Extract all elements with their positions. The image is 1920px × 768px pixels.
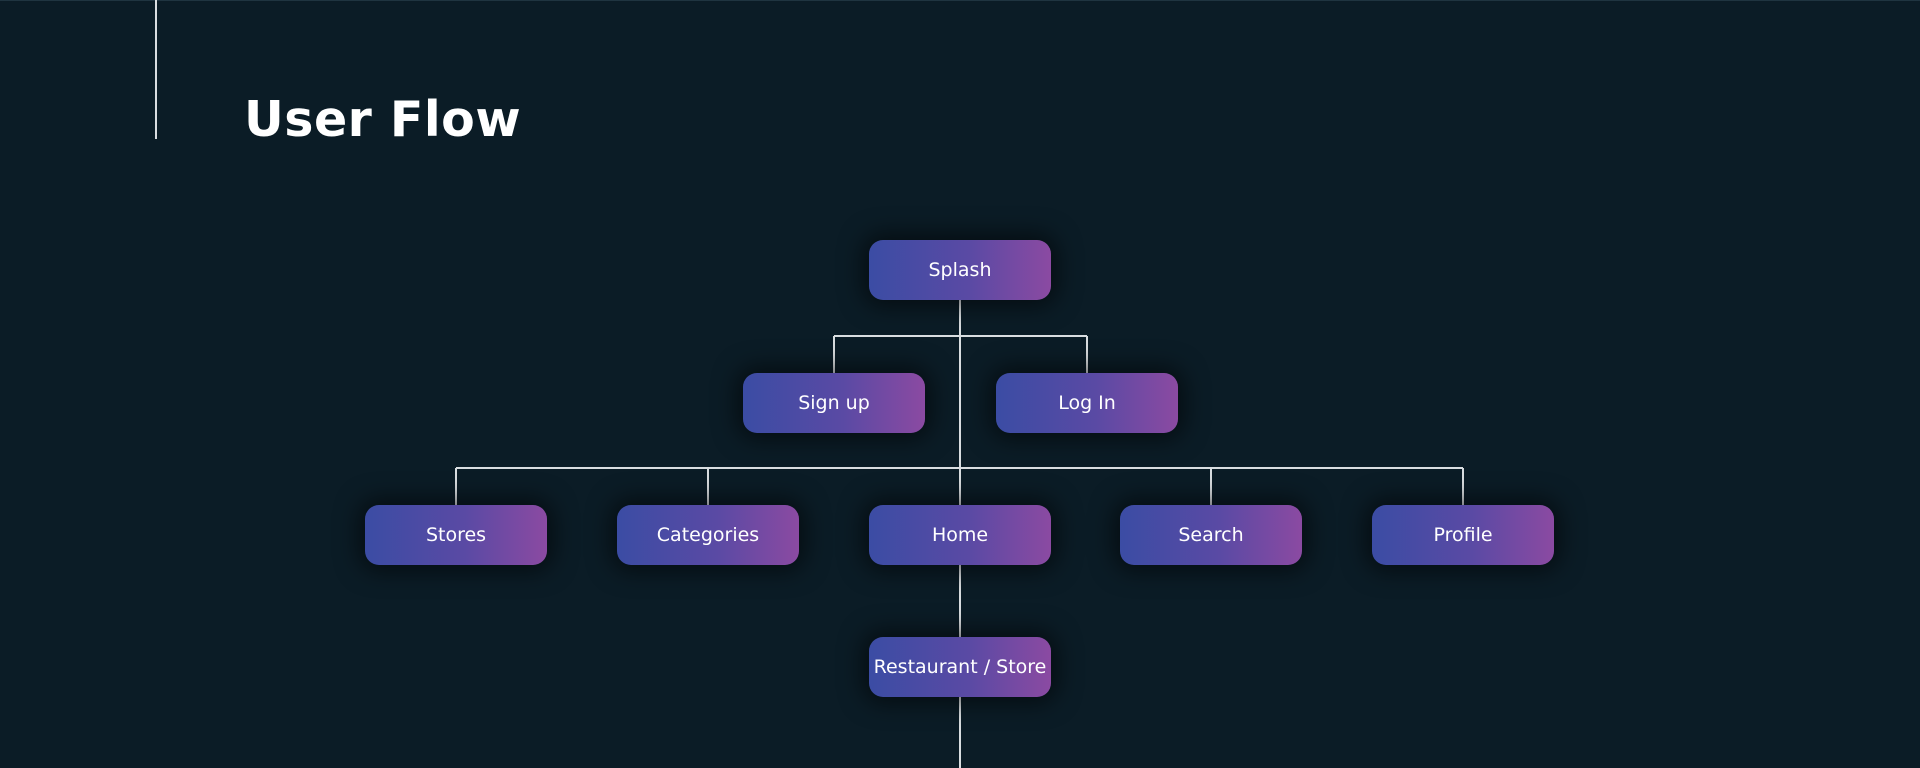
flow-node-categories[interactable]: Categories (617, 505, 799, 565)
page-title: User Flow (244, 91, 522, 148)
top-border (0, 0, 1920, 1)
flow-node-label: Categories (656, 524, 760, 546)
accent-line (155, 0, 157, 139)
flow-node-home[interactable]: Home (869, 505, 1051, 565)
flow-node-sign-up[interactable]: Sign up (743, 373, 925, 433)
flow-node-label: Splash (928, 259, 992, 281)
flow-node-label: Restaurant / Store (873, 656, 1047, 678)
flow-node-label: Log In (1058, 392, 1116, 414)
flow-node-splash[interactable]: Splash (869, 240, 1051, 300)
flow-node-label: Profile (1433, 524, 1493, 546)
flow-node-label: Search (1178, 524, 1244, 546)
flow-node-profile[interactable]: Profile (1372, 505, 1554, 565)
flow-node-restaurant-store[interactable]: Restaurant / Store (869, 637, 1051, 697)
flow-node-label: Stores (425, 524, 487, 546)
flow-node-stores[interactable]: Stores (365, 505, 547, 565)
flow-node-label: Sign up (798, 392, 870, 414)
flow-node-label: Home (931, 524, 989, 546)
flow-node-log-in[interactable]: Log In (996, 373, 1178, 433)
flow-node-search[interactable]: Search (1120, 505, 1302, 565)
